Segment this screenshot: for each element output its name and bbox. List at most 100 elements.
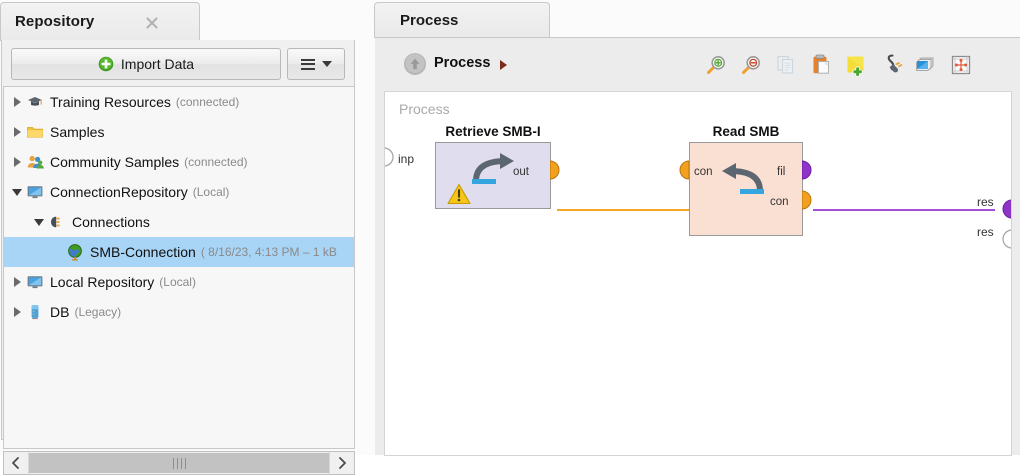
auto-arrange-icon[interactable] xyxy=(948,52,974,78)
tree-item-local-repository[interactable]: Local Repository (Local) xyxy=(4,267,354,297)
chevron-right-icon[interactable] xyxy=(330,452,354,474)
operator-port-label-con-out: con xyxy=(770,196,789,208)
people-icon xyxy=(26,153,44,171)
scrollbar-track[interactable] xyxy=(28,452,330,474)
import-data-button[interactable]: Import Data xyxy=(11,48,281,80)
operator-output-port-con[interactable] xyxy=(801,190,814,210)
tree-item-samples[interactable]: Samples xyxy=(4,117,354,147)
database-icon xyxy=(26,303,44,321)
scrollbar-thumb[interactable] xyxy=(29,453,329,473)
tab-repository[interactable]: Repository xyxy=(0,2,200,41)
chevron-right-icon[interactable] xyxy=(10,95,24,109)
operator-port-label-out: out xyxy=(513,166,529,178)
tree-item-status: (Local) xyxy=(159,275,196,289)
canvas-title: Process xyxy=(399,101,450,117)
tree-item-label: SMB-Connection xyxy=(90,244,196,260)
operator-port-label-fil: fil xyxy=(777,166,786,178)
process-toolbar xyxy=(703,48,974,82)
plus-circle-icon xyxy=(98,56,114,72)
operator-read-smb[interactable]: Read SMB con xyxy=(679,124,812,236)
wire-read-to-result[interactable] xyxy=(813,209,995,211)
zoom-in-icon[interactable] xyxy=(703,52,729,78)
add-note-icon[interactable] xyxy=(843,52,869,78)
warning-triangle-icon[interactable] xyxy=(447,183,471,205)
canvas-result-port-2[interactable] xyxy=(1000,229,1011,249)
canvas-result-port-label-2: res xyxy=(977,225,994,239)
tree-item-status: (connected) xyxy=(175,95,240,109)
canvas-result-port-label-1: res xyxy=(977,195,994,209)
plug-icon xyxy=(48,213,66,231)
folder-icon xyxy=(26,123,44,141)
tree-item-label: Training Resources xyxy=(50,94,171,110)
tree-item-status: (Local) xyxy=(192,185,230,199)
breadcrumb: Process xyxy=(375,38,1020,91)
operator-title: Retrieve SMB-I xyxy=(445,124,541,139)
tree-item-label: ConnectionRepository xyxy=(50,184,188,200)
monitor-icon xyxy=(26,273,44,291)
repository-panel: Repository Import Data xyxy=(0,0,357,475)
globe-icon xyxy=(66,243,84,261)
triangle-right-icon xyxy=(500,60,507,70)
tree-item-community-samples[interactable]: Community Samples (connected) xyxy=(4,147,354,177)
operator-port-label-con-in: con xyxy=(694,166,713,178)
paste-icon[interactable] xyxy=(808,52,834,78)
operator-output-port-fil[interactable] xyxy=(801,160,814,180)
tab-process[interactable]: Process xyxy=(374,2,550,38)
process-canvas[interactable]: Process inp Retrieve SMB-I xyxy=(384,91,1012,456)
import-data-label: Import Data xyxy=(120,56,195,72)
tree-item-label: Community Samples xyxy=(50,154,180,170)
tab-repository-label: Repository xyxy=(15,13,95,30)
tab-process-label: Process xyxy=(400,12,459,29)
copy-icon[interactable] xyxy=(773,52,799,78)
tree-item-status: (connected) xyxy=(184,155,248,169)
tree-item-db[interactable]: DB (Legacy) xyxy=(4,297,354,327)
read-arrow-icon xyxy=(722,163,764,194)
connection-plug-icon[interactable] xyxy=(878,52,904,78)
process-body: Process xyxy=(375,37,1020,456)
tree-item-label: DB xyxy=(50,304,70,320)
process-panel: Process Process xyxy=(374,0,1020,456)
operator-output-port-out[interactable] xyxy=(549,160,562,180)
chevron-left-icon[interactable] xyxy=(4,452,28,474)
grip-icon xyxy=(173,457,186,469)
repository-toolbar: Import Data xyxy=(2,40,356,85)
breadcrumb-label[interactable]: Process xyxy=(434,55,491,71)
graduation-cap-icon xyxy=(26,93,44,111)
repository-tabstrip: Repository xyxy=(0,0,357,41)
wire-retrieve-to-read[interactable] xyxy=(557,209,692,211)
operator-body[interactable] xyxy=(435,142,551,209)
layers-icon[interactable] xyxy=(913,52,939,78)
chevron-right-icon[interactable] xyxy=(10,305,24,319)
tree-item-status: (Legacy) xyxy=(74,305,122,319)
tree-item-connections[interactable]: Connections xyxy=(4,207,354,237)
canvas-input-port[interactable] xyxy=(385,147,395,167)
tree-item-connectionrepository[interactable]: ConnectionRepository (Local) xyxy=(4,177,354,207)
up-arrow-circle-icon[interactable] xyxy=(403,52,427,76)
zoom-out-icon[interactable] xyxy=(738,52,764,78)
tree-item-meta: ( 8/16/23, 4:13 PM – 1 kB xyxy=(200,245,337,259)
repository-tree[interactable]: Training Resources (connected) Samples xyxy=(3,86,355,449)
tree-item-label: Samples xyxy=(50,124,105,140)
repository-body: Import Data xyxy=(1,40,356,475)
tree-item-smb-connection[interactable]: SMB-Connection ( 8/16/23, 4:13 PM – 1 kB xyxy=(4,237,354,267)
chevron-down-icon[interactable] xyxy=(32,215,46,229)
close-icon[interactable] xyxy=(144,15,160,31)
chevron-right-icon[interactable] xyxy=(10,155,24,169)
chevron-right-icon[interactable] xyxy=(10,275,24,289)
canvas-result-port-1[interactable] xyxy=(1000,199,1011,219)
tree-item-label: Connections xyxy=(72,214,150,230)
canvas-input-port-label: inp xyxy=(398,152,415,166)
operator-input-port-con[interactable] xyxy=(677,160,690,180)
chevron-right-icon[interactable] xyxy=(10,125,24,139)
tree-item-training-resources[interactable]: Training Resources (connected) xyxy=(4,87,354,117)
monitor-icon xyxy=(26,183,44,201)
retrieve-arrow-icon xyxy=(472,153,514,184)
operator-retrieve-smb-i[interactable]: Retrieve SMB-I xyxy=(435,124,560,209)
operator-title: Read SMB xyxy=(712,124,780,139)
tree-item-label: Local Repository xyxy=(50,274,155,290)
hamburger-icon xyxy=(300,58,315,70)
operator-body[interactable] xyxy=(689,142,803,236)
chevron-down-icon[interactable] xyxy=(10,185,24,199)
repository-menu-button[interactable] xyxy=(287,48,345,80)
